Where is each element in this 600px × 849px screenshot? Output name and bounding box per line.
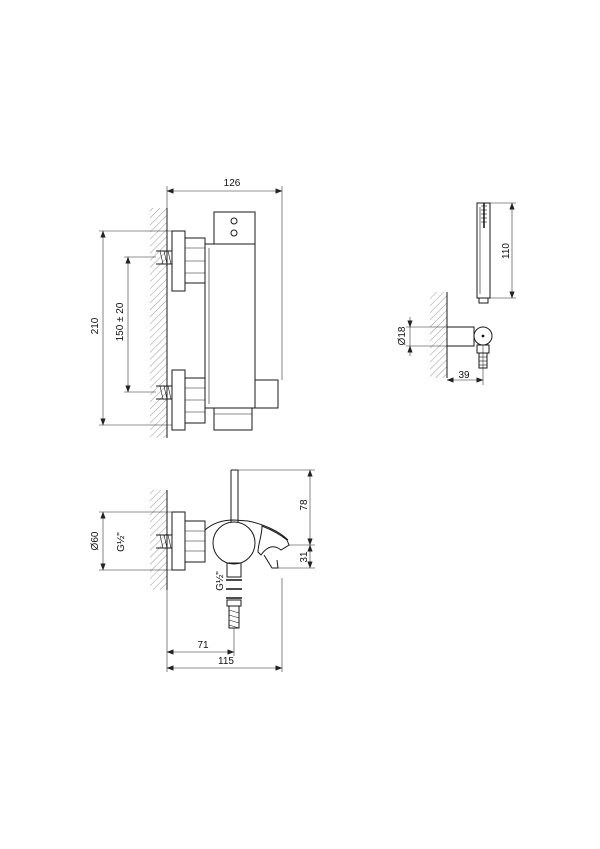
side-view: 78 31 Ø60 G½" G½" 71 115: [90, 469, 315, 672]
dimension-handle-drop: 31: [278, 544, 315, 569]
dimension-hand-shower-length: 110: [490, 202, 516, 299]
mixer-body: [204, 211, 279, 431]
label-side-depth: 115: [218, 656, 234, 667]
label-front-height: 210: [90, 317, 101, 334]
label-inlet-thread: G½": [116, 532, 127, 552]
hand-shower-view: 110 Ø18 39: [397, 202, 516, 385]
dimension-flange-diameter: Ø60: [90, 511, 172, 571]
dimension-center-distance: 150 ± 20: [115, 256, 156, 393]
lever-handle: [257, 525, 290, 569]
dimension-holder-projection: 39: [446, 345, 484, 385]
label-side-height: 78: [299, 499, 310, 511]
dimension-hose-diameter: Ø18: [397, 317, 447, 356]
label-handle-drop: 31: [299, 551, 310, 563]
wall-hatch-holder: [430, 292, 447, 378]
label-flange-diameter: Ø60: [90, 531, 101, 550]
dimension-front-height: 210: [90, 230, 172, 426]
wall-hatch: [150, 208, 167, 438]
lower-inlet-pipe: [156, 385, 172, 400]
label-outlet-thread: G½": [215, 571, 226, 591]
hose-connection: [226, 562, 242, 629]
dimension-side-depth: 115: [166, 578, 283, 672]
wall-hatch-side: [150, 490, 167, 590]
upper-inlet-pipe: [156, 250, 172, 265]
label-hand-shower-length: 110: [501, 243, 512, 259]
dimension-outlet-offset: 71: [166, 590, 235, 672]
inlet-pipe-side: [156, 534, 172, 549]
label-center-distance: 150 ± 20: [115, 302, 126, 341]
front-view: 126 210 150 ± 20: [90, 178, 283, 438]
label-holder-projection: 39: [458, 370, 470, 381]
label-front-width: 126: [224, 178, 241, 189]
hand-shower: [476, 202, 491, 304]
label-hose-diameter: Ø18: [397, 326, 408, 345]
dimension-front-width: 126: [166, 178, 283, 380]
wall-holder: [446, 326, 493, 369]
label-outlet-offset: 71: [197, 640, 209, 651]
body-side: [204, 519, 290, 569]
